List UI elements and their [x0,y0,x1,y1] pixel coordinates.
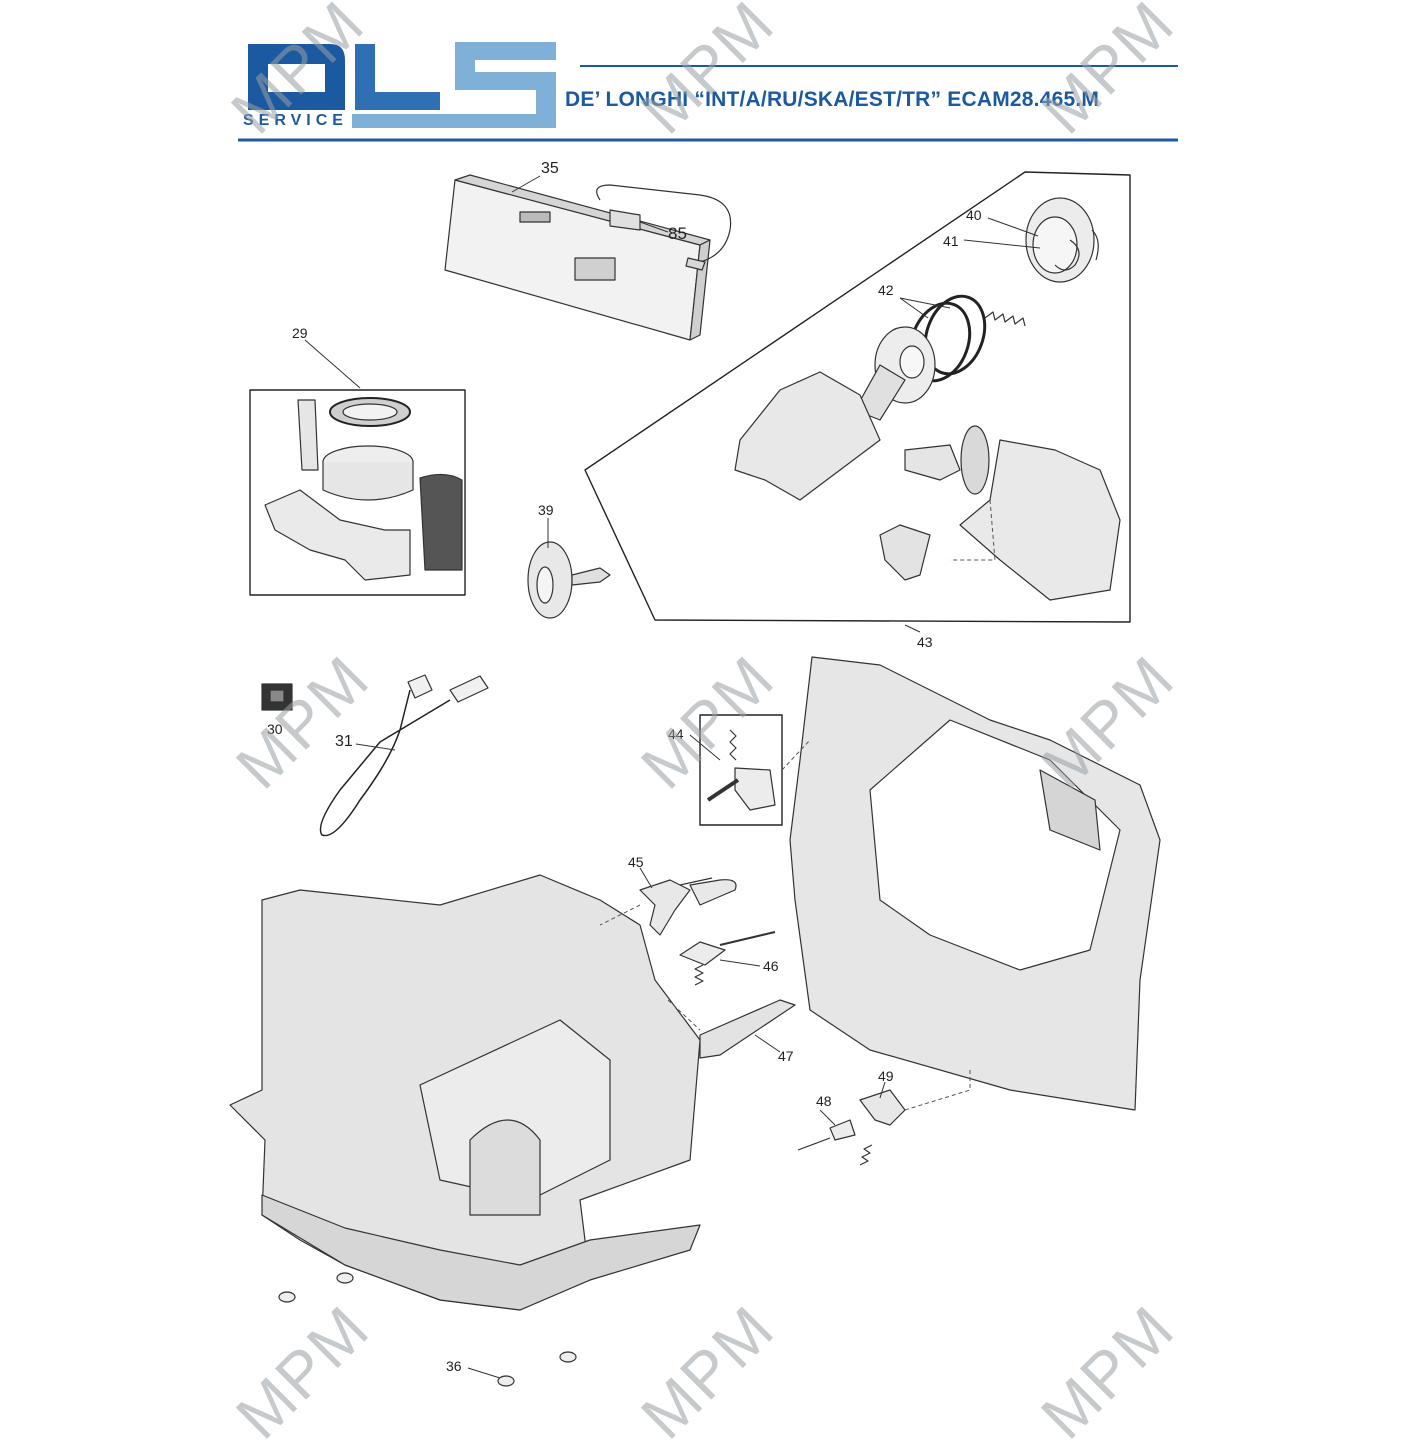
callout-44: 44 [668,726,684,742]
parts-drawing [229,171,1161,1387]
sensor-cable-part [596,184,732,271]
callout-47: 47 [778,1048,794,1064]
piston-body-part [854,326,936,421]
callout-42: 42 [878,282,894,298]
callout-48: 48 [816,1093,832,1109]
brew-frame-part [959,439,1121,601]
crank-part [879,524,931,581]
callout-31: 31 [335,733,353,750]
drive-gear-part [527,541,611,619]
hook-part [639,877,737,936]
callout-41: 41 [943,233,959,249]
page-title: DE’ LONGHI “INT/A/RU/SKA/EST/TR” ECAM28.… [565,88,1100,111]
callout-35: 35 [541,160,559,177]
dls-logo [238,42,1178,142]
control-board-part [444,174,711,341]
slide-part [699,999,796,1059]
gasket-part [923,294,987,376]
spring-part [984,311,1026,327]
callout-43: 43 [917,634,933,650]
piston-head-part [1025,197,1099,283]
callout-36: 36 [446,1358,462,1374]
brew-cylinder-part [734,371,881,501]
callout-29: 29 [292,325,308,341]
logo-subtitle: SERVICE [243,112,348,129]
cam-part [679,931,776,986]
callout-46: 46 [763,958,779,974]
callout-85: 85 [668,224,687,243]
gear-part [904,425,990,495]
foot-part [278,1272,577,1387]
power-socket-part [261,683,293,711]
latch-part [797,1089,906,1166]
brew-unit-frame [584,171,1131,623]
lever-part [706,729,776,811]
parts-diagram-sheet: SERVICE DE’ LONGHI “INT/A/RU/SKA/EST/TR”… [217,0,1188,1452]
grinder-part [264,397,463,581]
callout-30: 30 [267,721,283,737]
power-cord-part [319,689,451,837]
callout-45: 45 [628,854,644,870]
callout-40: 40 [966,207,982,223]
callout-49: 49 [878,1068,894,1084]
callout-39: 39 [538,502,554,518]
